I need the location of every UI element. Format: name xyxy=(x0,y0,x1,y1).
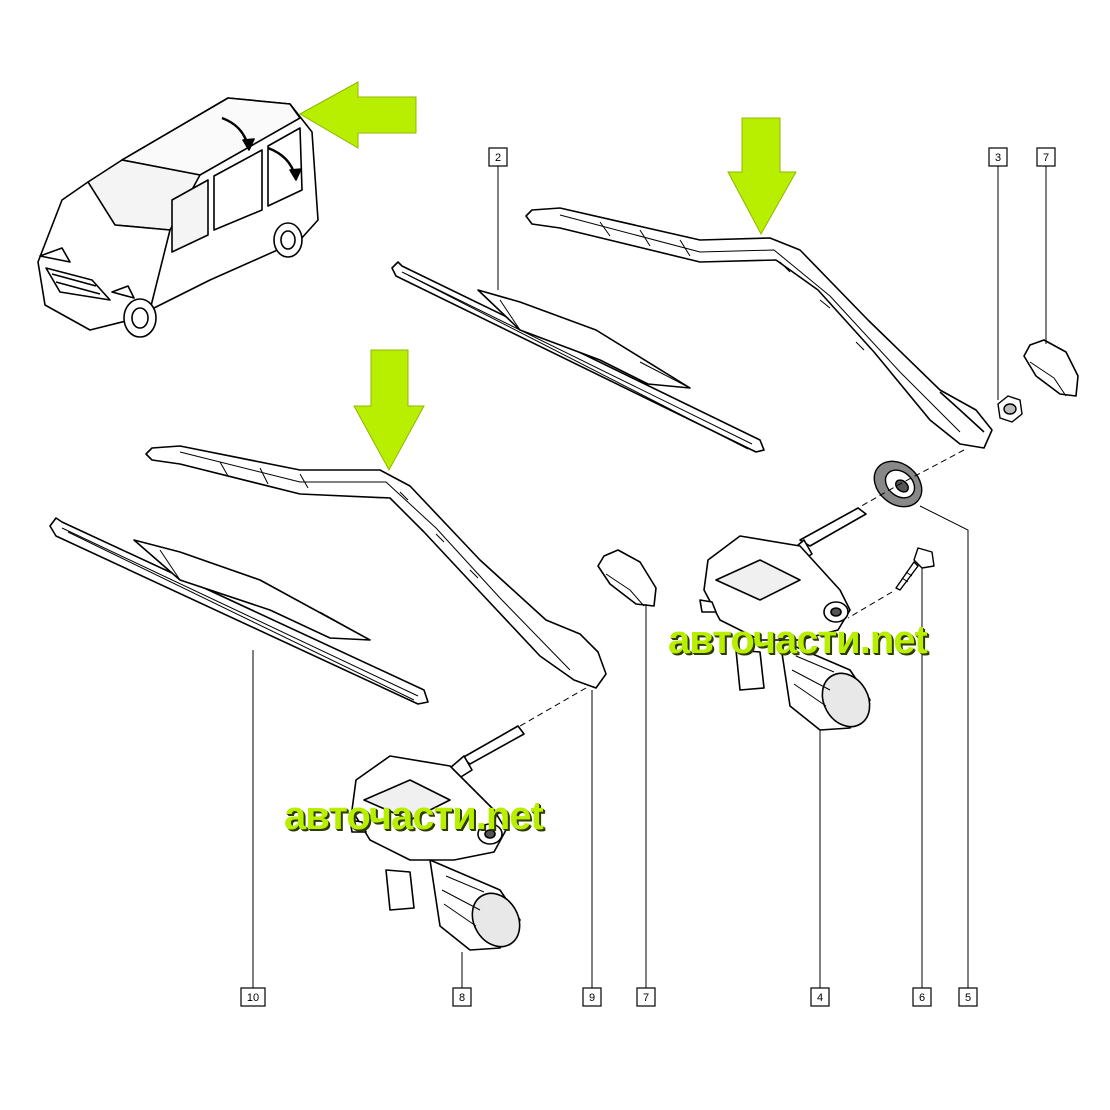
svg-text:5: 5 xyxy=(965,992,971,1004)
watermark-upper: авточасти.net xyxy=(668,618,928,662)
wiper-arm-upper xyxy=(525,207,993,449)
callout-5: 5 xyxy=(958,987,978,1007)
wiper-blade-upper xyxy=(391,261,765,453)
bolt-axis-line xyxy=(847,591,893,619)
arrow-left-icon xyxy=(298,81,417,149)
wiper-motor-lower xyxy=(349,725,525,951)
grommet xyxy=(873,460,923,508)
svg-text:3: 3 xyxy=(995,152,1001,164)
arrow-down-icon xyxy=(353,349,425,472)
bolt xyxy=(895,547,935,591)
svg-text:9: 9 xyxy=(589,992,595,1004)
callout-7-lower: 7 xyxy=(636,987,656,1007)
wiper-blade-lower xyxy=(49,517,429,705)
svg-text:7: 7 xyxy=(643,992,649,1004)
callout-4: 4 xyxy=(810,987,830,1007)
callout-10: 10 xyxy=(240,987,266,1007)
callout-7-upper: 7 xyxy=(1036,147,1056,167)
svg-text:7: 7 xyxy=(1043,152,1049,164)
axis-line-upper xyxy=(857,449,965,509)
nut-upper xyxy=(997,395,1023,423)
callout-2: 2 xyxy=(488,147,508,167)
wiper-arm-lower xyxy=(145,445,607,689)
svg-text:2: 2 xyxy=(495,152,501,164)
svg-text:6: 6 xyxy=(919,992,925,1004)
svg-text:8: 8 xyxy=(459,992,465,1004)
arrow-down-icon xyxy=(727,117,797,236)
van-icon xyxy=(37,97,319,338)
callout-3: 3 xyxy=(988,147,1008,167)
axis-line-lower xyxy=(519,687,587,727)
callout-6: 6 xyxy=(912,987,932,1007)
svg-text:10: 10 xyxy=(247,992,259,1004)
callout-9: 9 xyxy=(582,987,602,1007)
cap-lower xyxy=(597,549,657,607)
svg-text:4: 4 xyxy=(817,992,823,1004)
leader-lines xyxy=(252,166,1047,988)
cap-upper xyxy=(1023,339,1079,397)
callout-8: 8 xyxy=(452,987,472,1007)
watermark-lower: авточасти.net xyxy=(284,794,544,838)
wiper-motor-upper xyxy=(699,507,871,731)
